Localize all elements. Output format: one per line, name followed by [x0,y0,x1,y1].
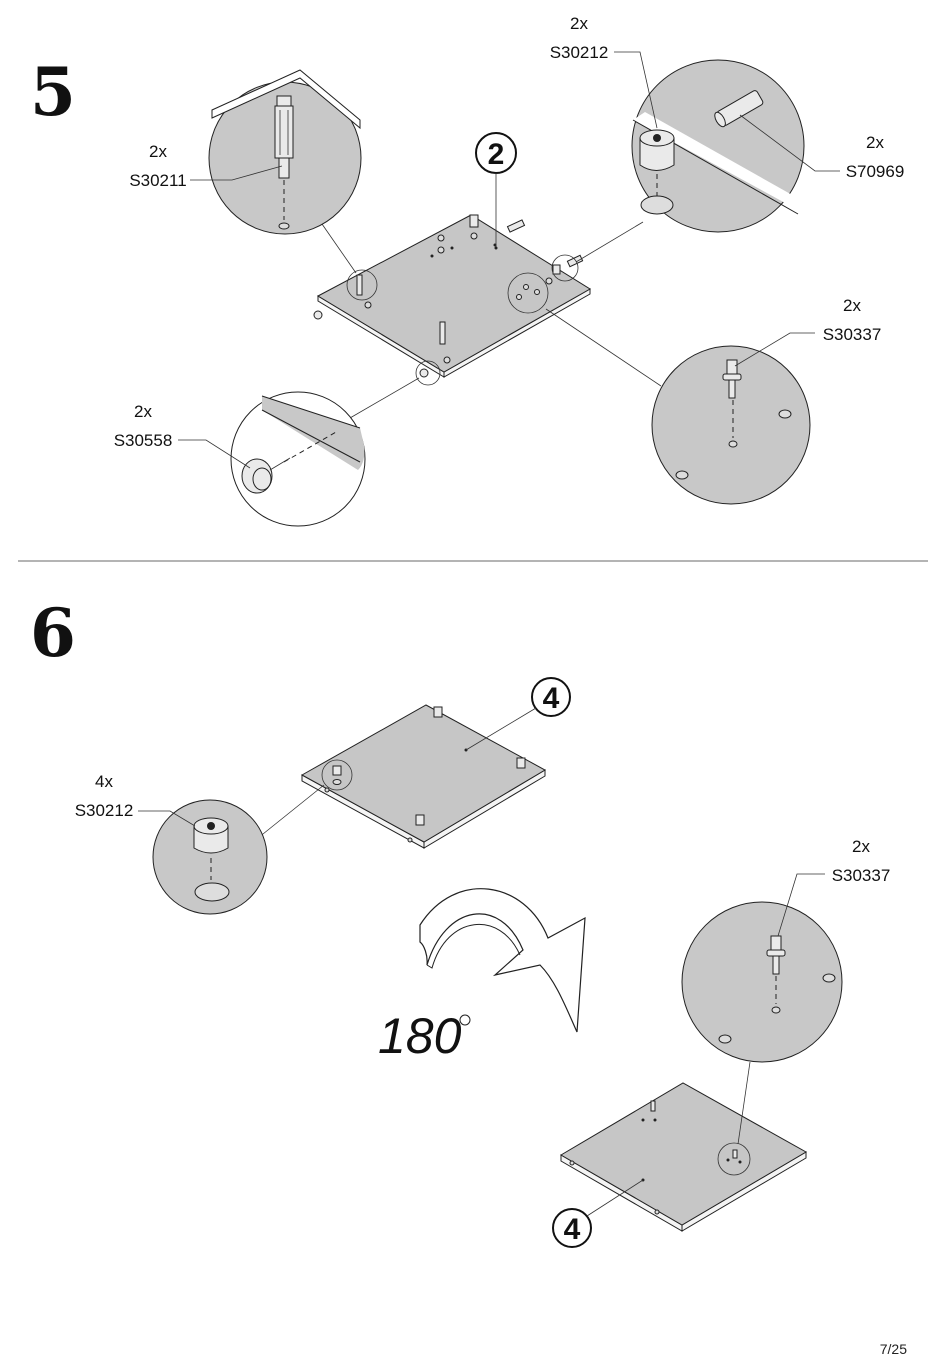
code-s70969: S70969 [846,162,905,181]
magnifier-s30558 [230,377,420,527]
degree-symbol-icon [459,1014,471,1026]
panel-2-step5 [313,214,591,386]
rotate-arrow-icon [419,888,586,1033]
qty-s30211: 2x [149,142,167,161]
panel-badge-4-bottom: 4 [552,1179,644,1248]
panel-number-2: 2 [488,138,505,171]
leader-s30212-step6 [138,810,196,827]
code-s30212-step6: S30212 [75,801,134,820]
qty-s30212-step6: 4x [95,772,113,791]
panel-number-4-bottom: 4 [564,1213,581,1246]
page-number: 7/25 [880,1341,907,1357]
leader-s30337 [734,332,815,367]
leader-s30211 [190,165,283,181]
magnifier-s30337 [545,308,811,505]
leader-s30558 [178,439,251,469]
step5-number: 5 [30,53,76,131]
code-s30337-step6: S30337 [832,866,891,885]
leader-s70969 [739,114,840,172]
qty-s30337-step6: 2x [852,837,870,856]
qty-s30337: 2x [843,296,861,315]
qty-s30558: 2x [134,402,152,421]
qty-s70969: 2x [866,133,884,152]
panel-4-bottom [560,1082,808,1232]
step6-number: 6 [30,594,76,672]
leader-s30212 [614,51,658,129]
qty-s30212: 2x [570,14,588,33]
rotation-label: 180 [378,1008,462,1064]
magnifier-s30212-step6 [152,784,325,915]
code-s30558: S30558 [114,431,173,450]
code-s30212: S30212 [550,43,609,62]
panel-4-top [300,704,547,849]
panel-number-4-top: 4 [543,682,560,715]
magnifier-s30212-s70969 [575,59,810,263]
code-s30337: S30337 [823,325,882,344]
magnifier-s30337-step6 [681,901,843,1145]
panel-badge-4-top: 4 [465,677,571,751]
code-s30211: S30211 [129,171,186,190]
magnifier-s30211 [208,69,362,274]
panel-badge-2: 2 [475,132,517,250]
leader-s30337-step6 [777,873,825,937]
